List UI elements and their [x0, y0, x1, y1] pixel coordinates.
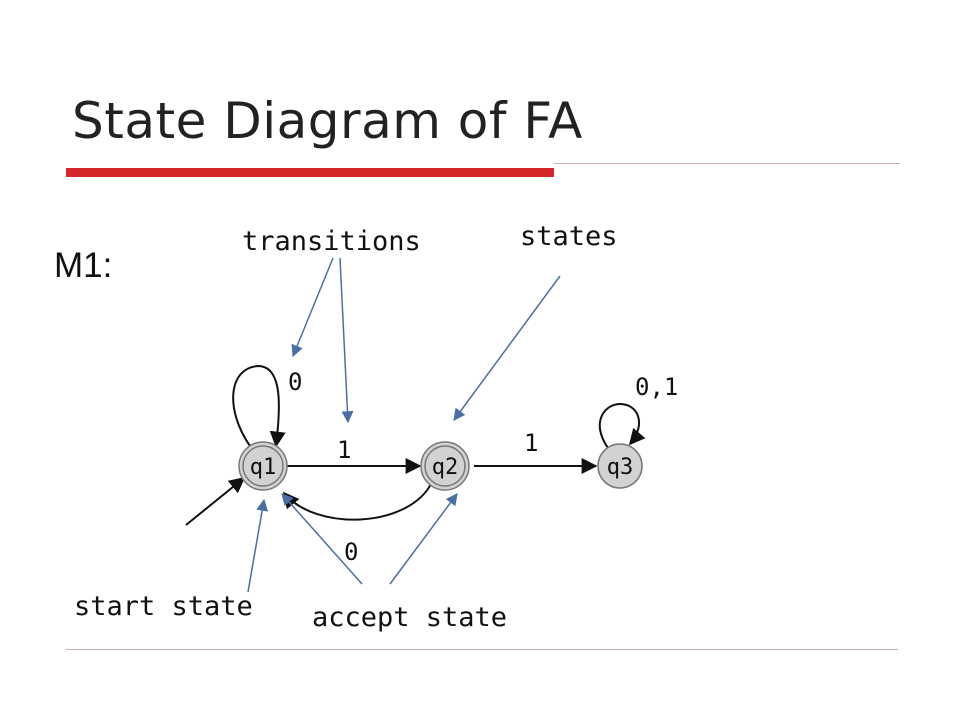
callout-start-state: start state [74, 591, 253, 622]
callout-states: states [520, 221, 618, 252]
edge-label-q2-q3: 1 [524, 429, 538, 457]
start-arrow [185, 476, 246, 526]
machine-label: M1: [54, 246, 113, 285]
state-q1: q1 [238, 441, 288, 491]
edge-q2-to-q1 [282, 481, 433, 521]
pointer-start-state [247, 498, 269, 593]
state-label-q3: q3 [607, 455, 634, 480]
slide-title: State Diagram of FA [72, 92, 583, 150]
state-q3: q3 [597, 443, 643, 489]
state-label-q2: q2 [432, 455, 459, 480]
pointer-accept-state-q2 [389, 493, 458, 585]
edge-label-q3-self: 0,1 [635, 373, 678, 401]
title-accent-bar [66, 168, 554, 177]
edge-label-q1-q2: 1 [337, 436, 351, 464]
pointer-accept-state-q1 [281, 493, 363, 585]
state-label-q1: q1 [250, 455, 277, 480]
self-loop-q1 [232, 364, 286, 448]
state-q2: q2 [420, 441, 470, 491]
callout-transitions: transitions [242, 226, 421, 257]
title-divider-line [554, 163, 900, 164]
pointer-transitions-to-self-loop [291, 257, 334, 358]
pointer-transitions-to-edge [339, 257, 354, 424]
self-loop-q3 [598, 402, 646, 449]
pointer-states [453, 275, 561, 421]
callout-accept-state: accept state [312, 602, 507, 633]
bottom-divider-line [66, 649, 898, 650]
edge-label-q2-q1: 0 [344, 538, 358, 566]
edge-label-q1-self: 0 [288, 368, 302, 396]
